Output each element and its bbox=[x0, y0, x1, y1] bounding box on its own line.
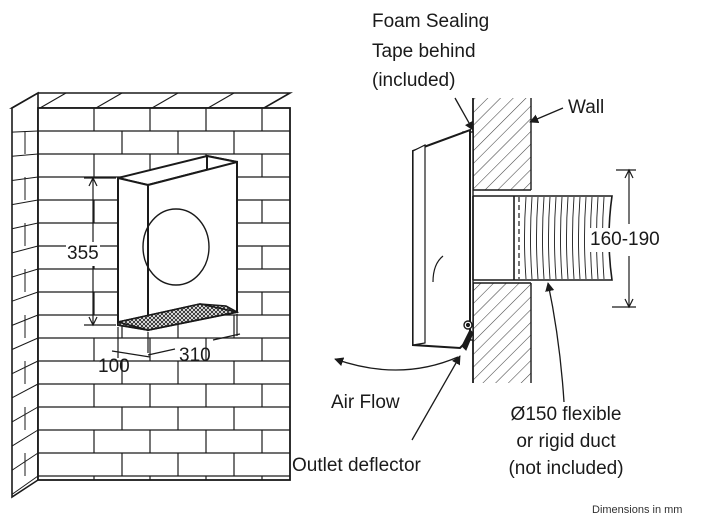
outlet-deflector-label: Outlet deflector bbox=[292, 455, 421, 476]
air-flow-label: Air Flow bbox=[331, 392, 400, 413]
unit-on-wall bbox=[117, 154, 240, 332]
unit-duct-circle bbox=[142, 208, 210, 286]
duct-label-line3: (not included) bbox=[508, 458, 624, 479]
brick-courses bbox=[38, 108, 290, 480]
dimension-width-label: 310 bbox=[179, 345, 211, 366]
brick-side-courses bbox=[11, 130, 39, 495]
wall-leader bbox=[529, 107, 564, 123]
foam-tape-label-line3: (included) bbox=[372, 70, 456, 91]
dimension-duct bbox=[612, 168, 636, 309]
unit-section bbox=[412, 128, 474, 351]
duct-leader bbox=[545, 282, 565, 403]
units-note: Dimensions in mm bbox=[592, 504, 683, 516]
dimension-height-label: 355 bbox=[66, 242, 100, 266]
dimension-height bbox=[84, 176, 116, 327]
foam-tape-label-line1: Foam Sealing bbox=[372, 11, 490, 32]
dimension-depth-label: 100 bbox=[98, 356, 130, 377]
foam-tape-leader bbox=[454, 97, 474, 131]
foam-tape-label-line2: Tape behind bbox=[372, 41, 476, 62]
wall-section bbox=[472, 98, 532, 383]
air-flow-arrow bbox=[334, 356, 459, 371]
duct-label-line1: Ø150 flexible bbox=[510, 404, 622, 425]
unit-front-panel bbox=[147, 160, 238, 332]
duct-label-line2: or rigid duct bbox=[516, 431, 616, 452]
dimension-duct-label: 160-190 bbox=[588, 228, 662, 252]
outlet-deflector-leader bbox=[411, 355, 461, 441]
leader-lines bbox=[334, 97, 565, 441]
dimension-depth-width bbox=[111, 314, 241, 358]
wall-label: Wall bbox=[568, 97, 605, 118]
